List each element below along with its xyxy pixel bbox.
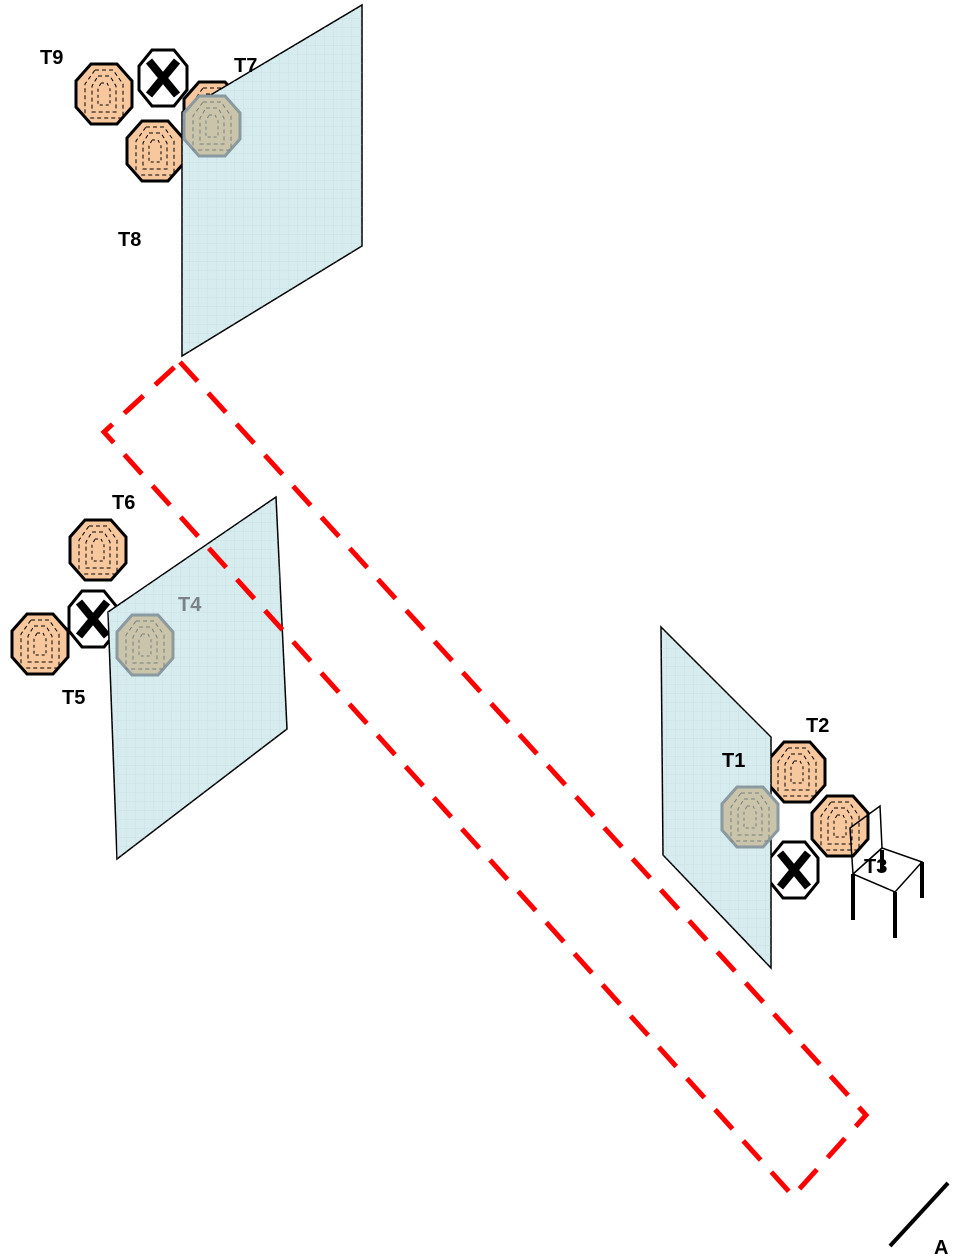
target-t8 — [125, 119, 185, 183]
target-t1 — [720, 785, 780, 849]
target-t6 — [68, 518, 128, 582]
target-t7-behind — [182, 94, 242, 158]
label-t4: T4 — [178, 594, 202, 616]
target-t2 — [767, 740, 827, 804]
start-fault-line — [888, 1181, 950, 1248]
target-t4 — [115, 613, 175, 677]
no-shoot-right — [770, 842, 818, 898]
label-t5: T5 — [62, 687, 85, 709]
label-a: A — [934, 1237, 948, 1259]
panel-left — [107, 495, 288, 861]
no-shoot-top — [139, 50, 187, 106]
label-t8: T8 — [118, 229, 141, 251]
label-t7: T7 — [234, 55, 257, 77]
target-t5 — [10, 612, 70, 676]
label-t9: T9 — [40, 47, 63, 69]
label-t6: T6 — [112, 492, 135, 514]
panel-top — [181, 3, 363, 358]
target-t3 — [810, 794, 870, 858]
panel-right — [660, 625, 772, 970]
label-t1: T1 — [722, 750, 745, 772]
target-t9 — [74, 62, 134, 126]
shooting-path — [100, 360, 870, 1200]
label-t3: T3 — [864, 856, 887, 878]
chair-icon — [849, 804, 924, 938]
label-t2: T2 — [806, 715, 829, 737]
